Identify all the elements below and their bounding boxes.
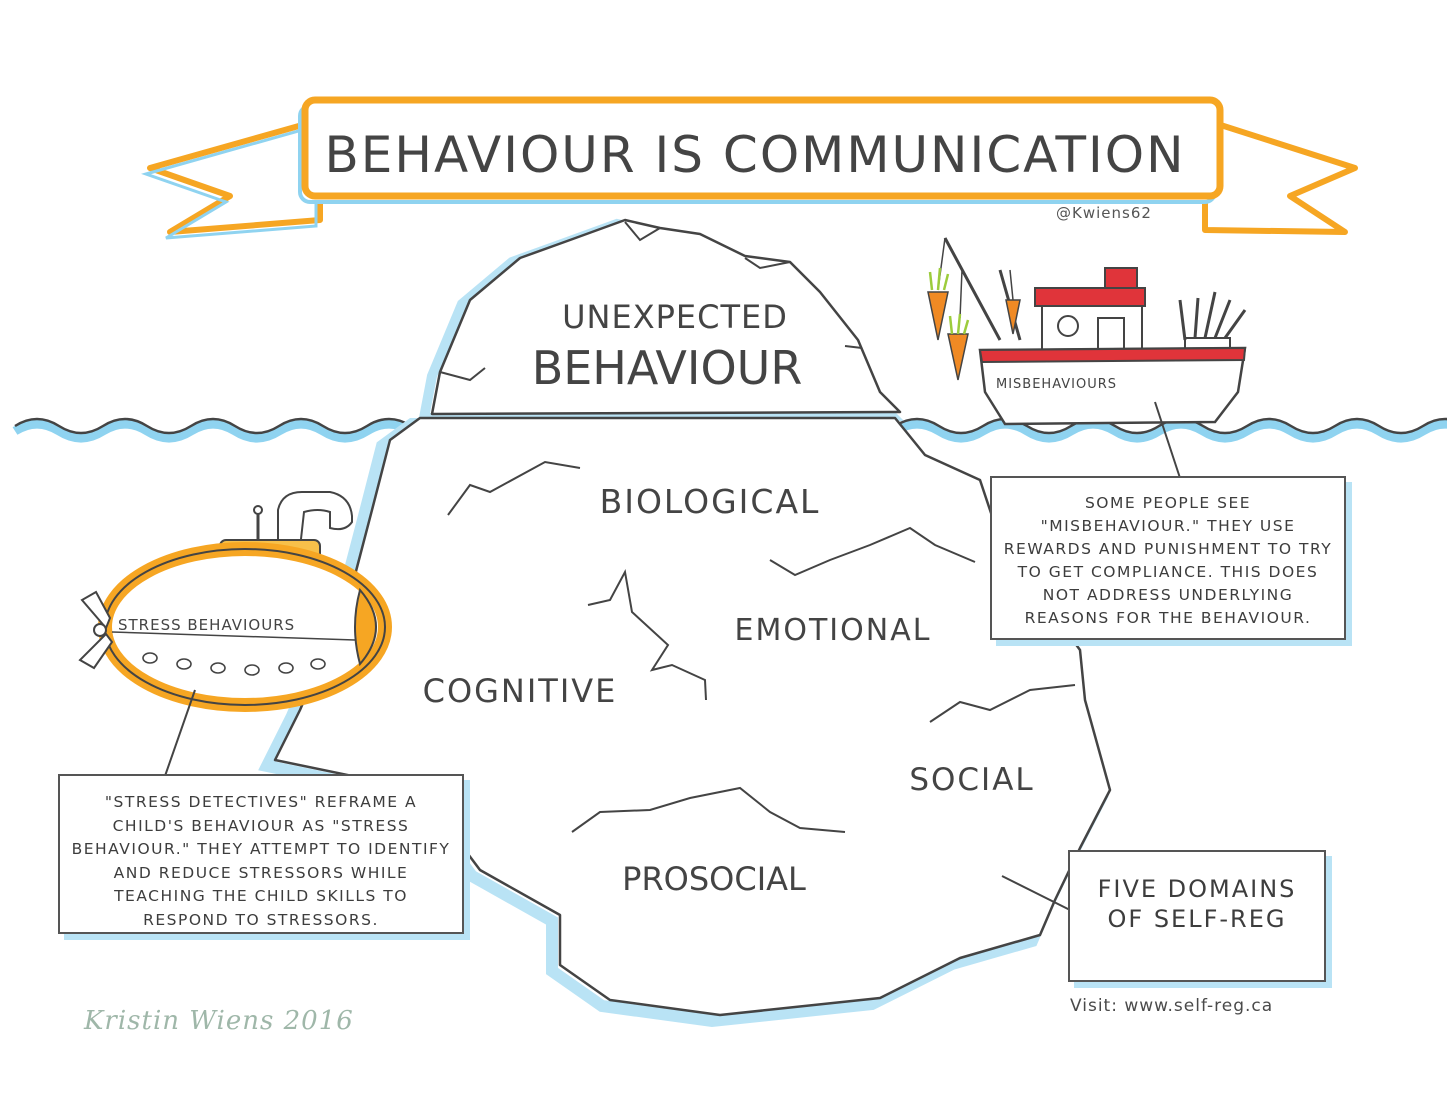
stress-detectives-note: "STRESS DETECTIVES" REFRAME A CHILD'S BE… [58, 774, 464, 934]
domain-social: SOCIAL [909, 762, 1034, 798]
visit-link[interactable]: Visit: www.self-reg.ca [1070, 996, 1274, 1016]
title-banner: BEHAVIOUR IS COMMUNICATION [141, 96, 1358, 240]
five-domains-box: FIVE DOMAINS OF SELF-REG [1068, 850, 1326, 982]
author-handle: @Kwiens62 [1056, 204, 1152, 222]
connector-lines [164, 401, 1181, 911]
submarine-label: STRESS BEHAVIOURS [118, 616, 295, 634]
tip-line-1: UNEXPECTED [562, 298, 788, 336]
carrot-icon [1005, 299, 1021, 335]
page-title: BEHAVIOUR IS COMMUNICATION [325, 126, 1186, 184]
domain-cognitive: COGNITIVE [423, 672, 618, 710]
tip-line-2: BEHAVIOUR [532, 341, 803, 395]
carrot-icon [927, 291, 949, 341]
iceberg-tip: UNEXPECTED BEHAVIOUR [417, 218, 905, 424]
artist-signature: Kristin Wiens 2016 [84, 1006, 354, 1036]
domain-prosocial: PROSOCIAL [622, 860, 806, 898]
submarine: STRESS BEHAVIOURS [78, 491, 392, 712]
boat-label: MISBEHAVIOURS [996, 377, 1117, 392]
misbehaviour-note: SOME PEOPLE SEE "MISBEHAVIOUR." THEY USE… [990, 476, 1346, 640]
domain-biological: BIOLOGICAL [600, 482, 821, 521]
iceberg-body: BIOLOGICAL EMOTIONAL COGNITIVE SOCIAL PR… [258, 416, 1112, 1028]
fishing-boat: MISBEHAVIOURS [927, 237, 1247, 426]
carrot-icon [947, 333, 969, 381]
domain-emotional: EMOTIONAL [735, 613, 932, 648]
